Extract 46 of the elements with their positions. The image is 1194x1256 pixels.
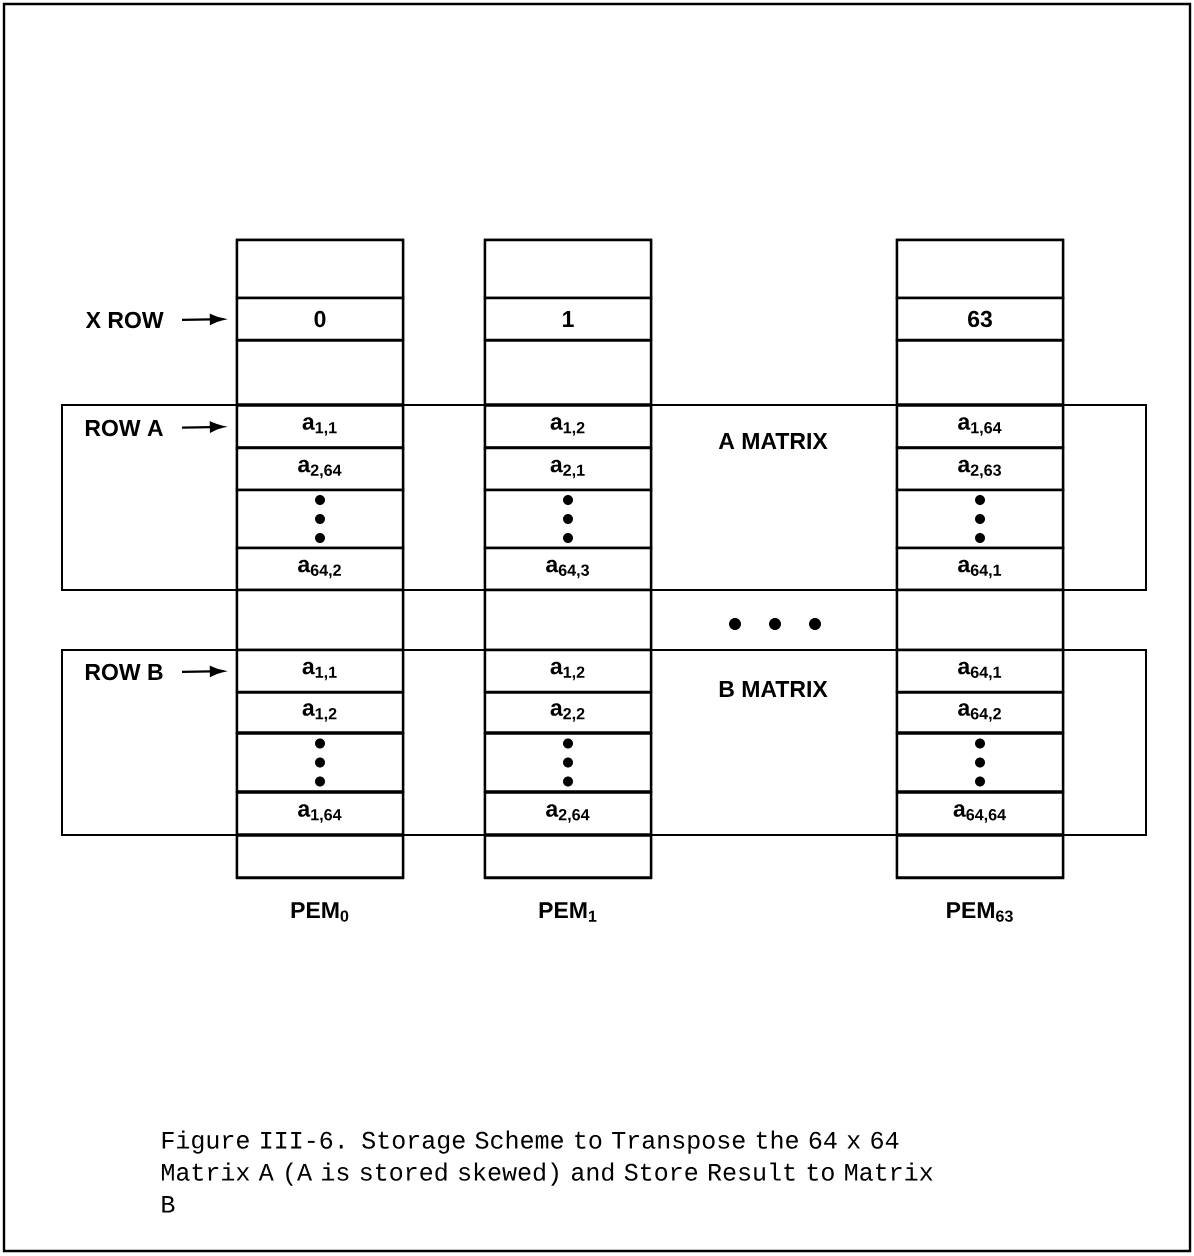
memory-cell: a$_{1,2}$: [235, 691, 405, 734]
memory-cell: 0: [235, 296, 405, 342]
memory-cell: 1: [483, 296, 653, 342]
memory-cell: a$_{1,2}$: [483, 404, 653, 449]
memory-cell: [235, 488, 405, 550]
memory-cell: a$_{1,1}$: [235, 404, 405, 449]
memory-cell: a$_{2,64}$: [235, 446, 405, 492]
memory-cell: a$_{2,2}$: [483, 691, 653, 734]
row-label: ROW A: [85, 419, 163, 437]
memory-cell: [895, 339, 1065, 406]
row-label: X ROW: [85, 311, 164, 329]
memory-cell: a$_{2,1}$: [483, 446, 653, 492]
memory-cell: [895, 488, 1065, 550]
memory-cell: [235, 339, 405, 406]
memory-cell: 63: [895, 296, 1065, 342]
memory-cell: [483, 488, 653, 550]
memory-cell: [895, 238, 1065, 300]
memory-cell: [483, 732, 653, 793]
memory-cell: a$_{64,1}$: [895, 648, 1065, 694]
memory-cell: a$_{2,63}$: [895, 446, 1065, 492]
memory-cell: [483, 339, 653, 406]
memory-cell: a$_{1,64}$: [895, 404, 1065, 449]
node-label: PEM$_{0}$: [291, 902, 349, 922]
memory-cell: [235, 732, 405, 793]
node-label: PEM$_{1}$: [539, 902, 597, 922]
memory-cell: [483, 588, 653, 652]
row-label: ROW B: [85, 663, 163, 681]
memory-cell: a$_{1,64}$: [235, 791, 405, 836]
memory-cell: a$_{2,64}$: [483, 791, 653, 836]
memory-cell: [895, 732, 1065, 793]
figure-caption: Figure III-6. Storage Scheme to Transpose the 64 x 64 Matrix A (A is stored skewed) and Store Result to Matrix B: [161, 1130, 933, 1213]
memory-cell: [895, 834, 1065, 879]
memory-cell: a$_{64,1}$: [895, 546, 1065, 592]
memory-cell: [483, 238, 653, 300]
memory-cell: [235, 238, 405, 300]
memory-cell: a$_{64,64}$: [895, 791, 1065, 836]
memory-cell: [895, 588, 1065, 652]
memory-cell: a$_{64,2}$: [235, 546, 405, 592]
node-label: PEM$_{63}$: [947, 902, 1013, 922]
memory-cell: [483, 834, 653, 879]
memory-cell: a$_{64,2}$: [895, 691, 1065, 734]
memory-cell: a$_{1,1}$: [235, 648, 405, 694]
memory-cell: a$_{64,3}$: [483, 546, 653, 592]
memory-cell: [235, 588, 405, 652]
memory-cell: [235, 834, 405, 879]
memory-cell: a$_{1,2}$: [483, 648, 653, 694]
